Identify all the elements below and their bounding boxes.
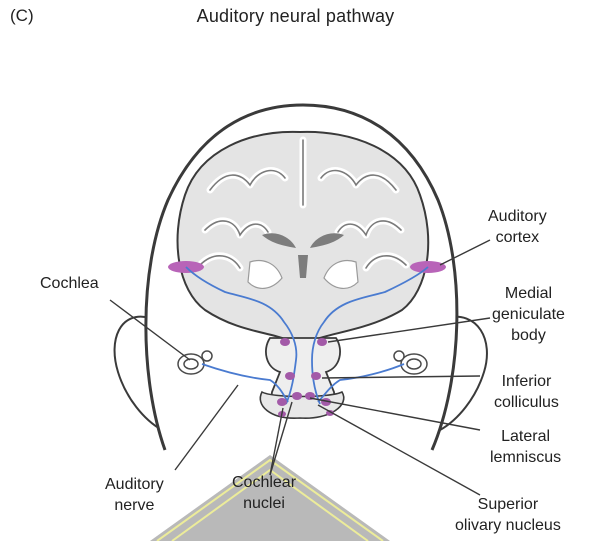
label-auditory-cortex: Auditory cortex (488, 206, 547, 248)
label-cochlear-nuclei: Cochlear nuclei (232, 472, 296, 514)
label-inferior-colliculus: Inferior colliculus (494, 371, 559, 413)
label-superior-olivary-nucleus: Superior olivary nucleus (455, 494, 561, 536)
label-cochlea: Cochlea (40, 273, 99, 294)
label-auditory-nerve: Auditory nerve (105, 474, 164, 516)
label-medial-geniculate-body: Medial geniculate body (492, 283, 565, 346)
label-lateral-lemniscus: Lateral lemniscus (490, 426, 561, 468)
